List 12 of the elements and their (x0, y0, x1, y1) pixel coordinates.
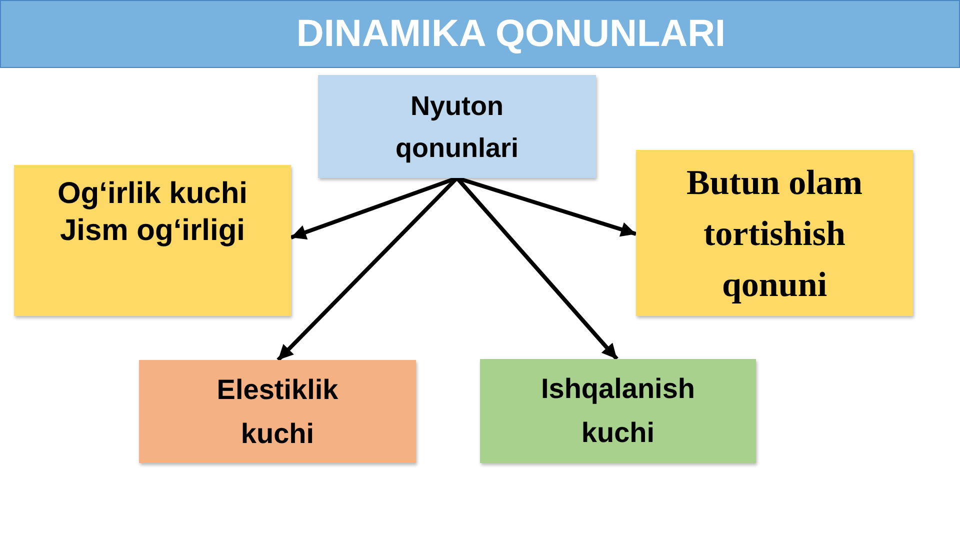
node-label: Nyuton qonunlari (394, 90, 520, 165)
node-label: Ishqalanish kuchi (540, 372, 696, 450)
node-label: Jism og‘irligi (58, 213, 246, 249)
process-box (14, 165, 291, 316)
node-label: Elestiklik kuchi (216, 372, 340, 450)
process-box (480, 359, 756, 463)
node-label: Butun olam tortishish qonuni (685, 162, 864, 306)
process-box (139, 360, 416, 463)
process-box (318, 75, 596, 178)
process-box (636, 150, 913, 316)
diagram-title: DINAMIKA QONUNLARI (295, 12, 727, 57)
node-label: Og‘irlik kuchi (56, 176, 249, 212)
